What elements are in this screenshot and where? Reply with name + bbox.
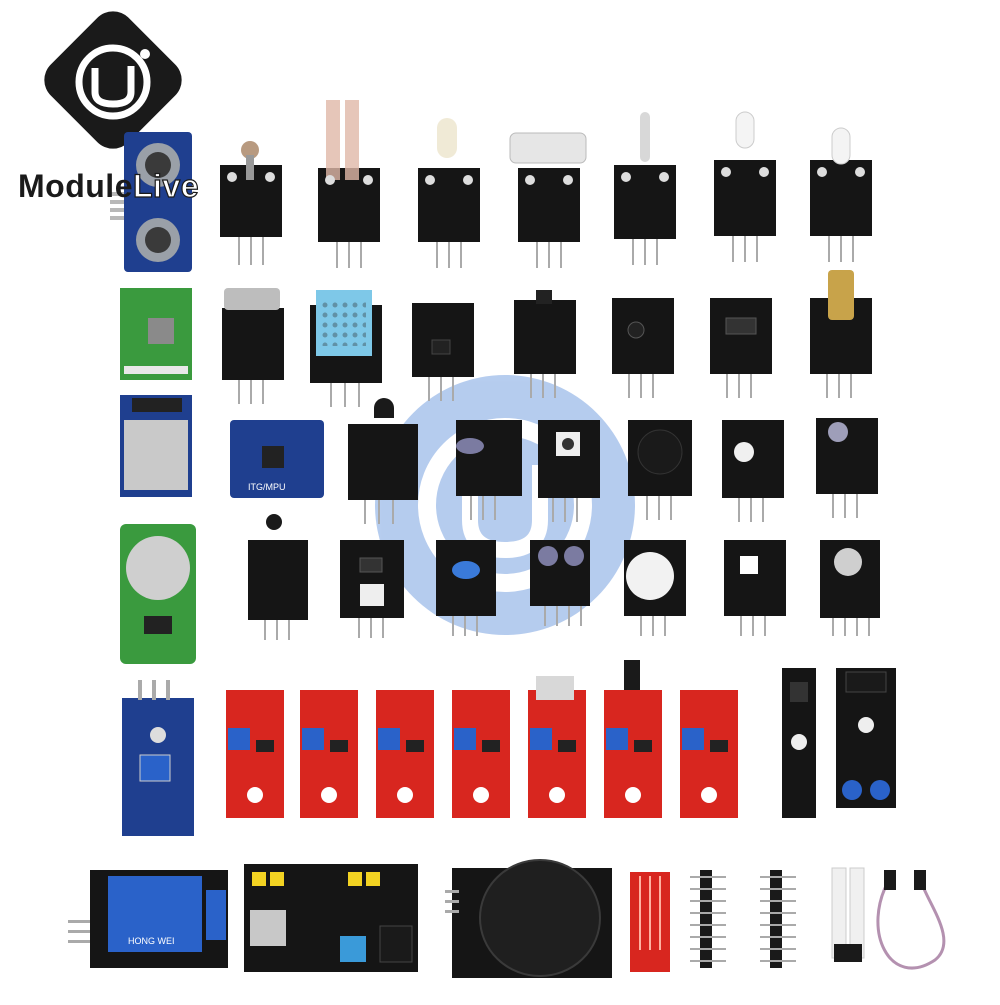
breadboard-power-module [244,864,418,972]
red-sensor-board [226,690,284,818]
sensor-module [348,398,418,524]
gyro-module: ITG/MPU [230,420,324,498]
sensor-module [614,112,676,265]
sensor-module [710,298,772,398]
led-module [724,540,786,636]
brand-name-part1: Module [18,168,133,204]
brand-name-part2: Live [132,167,200,204]
rgb-led-module [722,420,784,522]
sensor-module [509,132,587,268]
sensor-module [514,290,576,398]
blue-sensor-module [122,680,194,836]
red-sensor-board [680,690,738,818]
watermark-logo-icon [375,375,635,635]
sensor-module [248,514,308,640]
sensor-module [340,540,404,638]
humidity-sensor-module [310,290,382,407]
jumper-wire [876,870,946,970]
power-module-green [120,288,192,380]
buzzer-module [624,540,686,636]
sensor-module [418,118,480,268]
rtc-module-green [120,524,196,664]
rotary-encoder-module [820,540,880,636]
sd-card-module [120,395,192,497]
sensor-module [456,420,522,520]
laser-module [810,270,872,398]
water-sensor-module [630,872,670,972]
sensor-module [222,288,284,404]
gyro-label: ITG/MPU [248,482,286,492]
sensor-module [714,111,776,262]
buzzer-module [628,420,692,520]
red-sensor-board [452,690,510,818]
button-module [538,420,600,522]
sensor-module [816,418,878,518]
red-sensor-board [300,690,358,818]
sensor-module [530,540,590,626]
pin-header-strip [760,870,796,968]
ultrasonic-sensor-module [110,132,192,272]
tracking-sensor-module [782,668,816,818]
soil-moisture-probe [831,867,865,962]
sensor-module [612,298,674,398]
sensor-module [412,303,474,401]
sensor-module [436,540,496,636]
joystick-module [445,859,612,978]
brand-wordmark: ModuleLive [18,167,200,205]
red-sensor-board [604,660,662,818]
pin-header-strip [690,870,726,968]
ir-obstacle-module [836,668,896,808]
brand-logo-icon [44,11,182,149]
sensor-module [810,127,872,262]
red-sensor-board [528,676,586,818]
relay-brand-label: HONG WEI [128,936,175,946]
sensor-module [318,100,380,268]
relay-module: HONG WEI [68,870,228,968]
red-sensor-board [376,690,434,818]
sensor-module [220,141,282,265]
